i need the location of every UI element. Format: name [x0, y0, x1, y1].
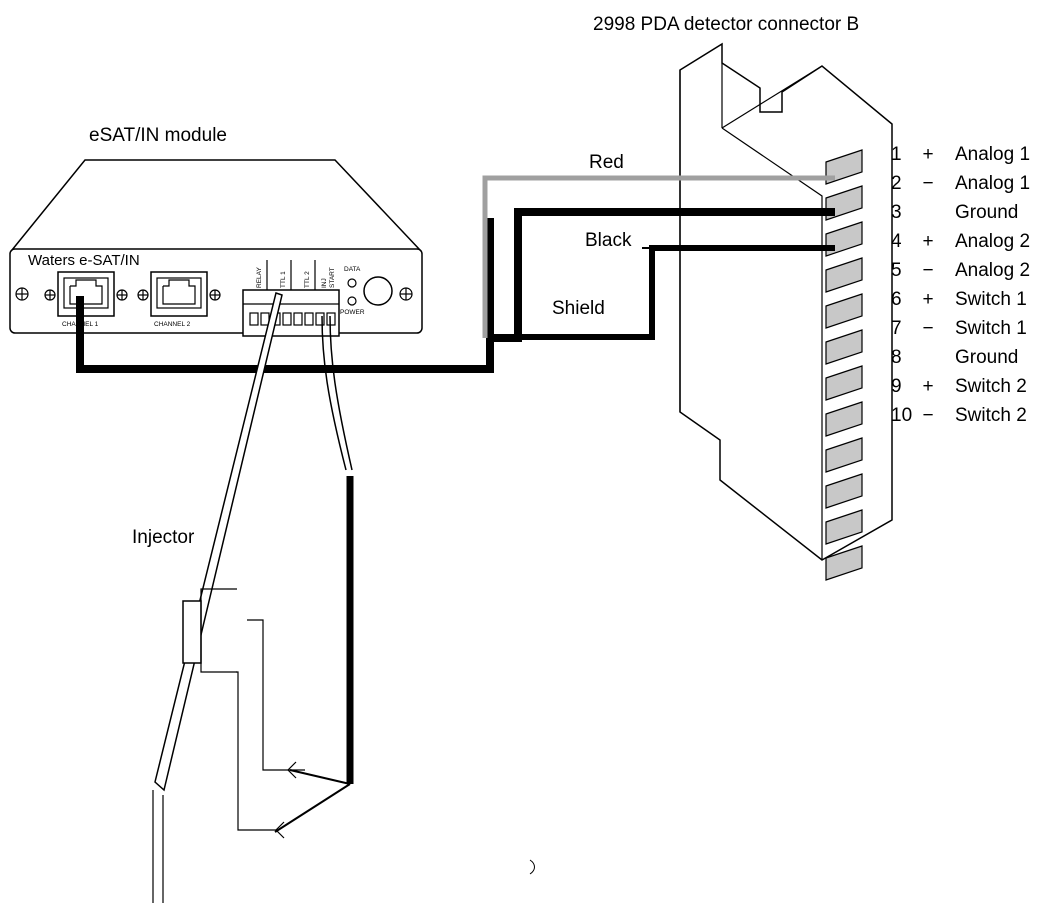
pin-number: 5 — [891, 260, 902, 281]
connector-slot — [825, 401, 863, 437]
pin-number: 4 — [891, 231, 902, 252]
pin-polarity: − — [922, 260, 933, 281]
power-led-label: POWER — [340, 309, 365, 316]
pin-label-row: 4 + Analog 2 — [891, 231, 1030, 252]
connector-title: 2998 PDA detector connector B — [593, 14, 859, 35]
mark — [529, 859, 535, 875]
detector-connector — [679, 42, 893, 581]
pin-number: 3 — [891, 202, 902, 223]
pin-label-row: 7− Switch 1 — [891, 318, 1027, 339]
connector-slot — [825, 329, 863, 365]
ttl2-label: TTL 2 — [304, 271, 311, 288]
pin-name: Ground — [955, 347, 1018, 368]
screw-icon — [15, 287, 29, 301]
inj-label: INJ — [321, 278, 328, 288]
shield-wire — [492, 245, 835, 340]
pin-label-row: 9 + Switch 2 — [891, 376, 1027, 397]
red-wire — [482, 175, 835, 338]
pin-label-row: 1 + Analog 1 — [891, 144, 1030, 165]
pin-name: Switch 2 — [955, 405, 1027, 426]
start-label: START — [329, 267, 336, 288]
pin-number: 1 — [891, 144, 902, 165]
black-wire-label: Black — [585, 230, 632, 251]
pin-polarity: − — [922, 405, 933, 426]
pin-name: Analog 2 — [955, 231, 1030, 252]
channel2-label: CHANNEL 2 — [154, 321, 191, 328]
injector-label: Injector — [132, 527, 195, 548]
relay-label: RELAY — [256, 267, 263, 288]
pin-name: Analog 1 — [955, 144, 1030, 165]
pin-number: 2 — [891, 173, 902, 194]
power-led-icon — [347, 296, 357, 306]
pin-polarity: − — [922, 318, 933, 339]
pin-name: Switch 1 — [955, 318, 1027, 339]
connector-slot — [825, 545, 863, 581]
connector-slot — [825, 509, 863, 545]
pin-polarity: + — [922, 376, 933, 397]
pin-number: 8 — [891, 347, 902, 368]
data-led-icon — [347, 278, 357, 288]
pin-number: 10 — [891, 405, 912, 426]
pin-polarity: + — [922, 144, 933, 165]
channel1-port — [44, 271, 128, 317]
channel2-port — [137, 271, 221, 317]
pin-label-row: 2− Analog 1 — [891, 173, 1030, 194]
knob-icon — [363, 276, 393, 306]
connector-slot — [825, 365, 863, 401]
pin-label-row: 8 Ground — [891, 347, 1018, 368]
terminal-block — [242, 260, 340, 337]
screw-icon — [399, 287, 413, 301]
pin-name: Switch 1 — [955, 289, 1027, 310]
pin-polarity: + — [922, 231, 933, 252]
connector-slot — [825, 293, 863, 329]
pin-name: Analog 2 — [955, 260, 1030, 281]
pin-name: Analog 1 — [955, 173, 1030, 194]
pin-polarity: + — [922, 289, 933, 310]
pin-label-row: 3 Ground — [891, 202, 1018, 223]
pin-number: 6 — [891, 289, 902, 310]
module-title: eSAT/IN module — [89, 125, 227, 146]
pin-label-row: 10− Switch 2 — [891, 405, 1027, 426]
module-top — [10, 159, 422, 251]
pin-name: Ground — [955, 202, 1018, 223]
pin-polarity: − — [922, 173, 933, 194]
data-led-label: DATA — [344, 266, 361, 273]
injector-cable — [274, 315, 354, 833]
esat-in-module: Waters e-SAT/IN CHANNEL 1 CHANNEL 2 — [9, 159, 423, 337]
pin-label-row: 5− Analog 2 — [891, 260, 1030, 281]
injector-body — [152, 292, 305, 903]
pin-label-row: 6 + Switch 1 — [891, 289, 1027, 310]
pin-name: Switch 2 — [955, 376, 1027, 397]
pin-number: 7 — [891, 318, 902, 339]
shield-wire-label: Shield — [552, 298, 605, 319]
module-brand: Waters e-SAT/IN — [28, 252, 140, 269]
connector-slot — [825, 437, 863, 473]
connector-slot — [825, 473, 863, 509]
pin-number: 9 — [891, 376, 902, 397]
red-wire-label: Red — [589, 152, 624, 173]
ttl1-label: TTL 1 — [280, 271, 287, 288]
connector-slot — [825, 257, 863, 293]
